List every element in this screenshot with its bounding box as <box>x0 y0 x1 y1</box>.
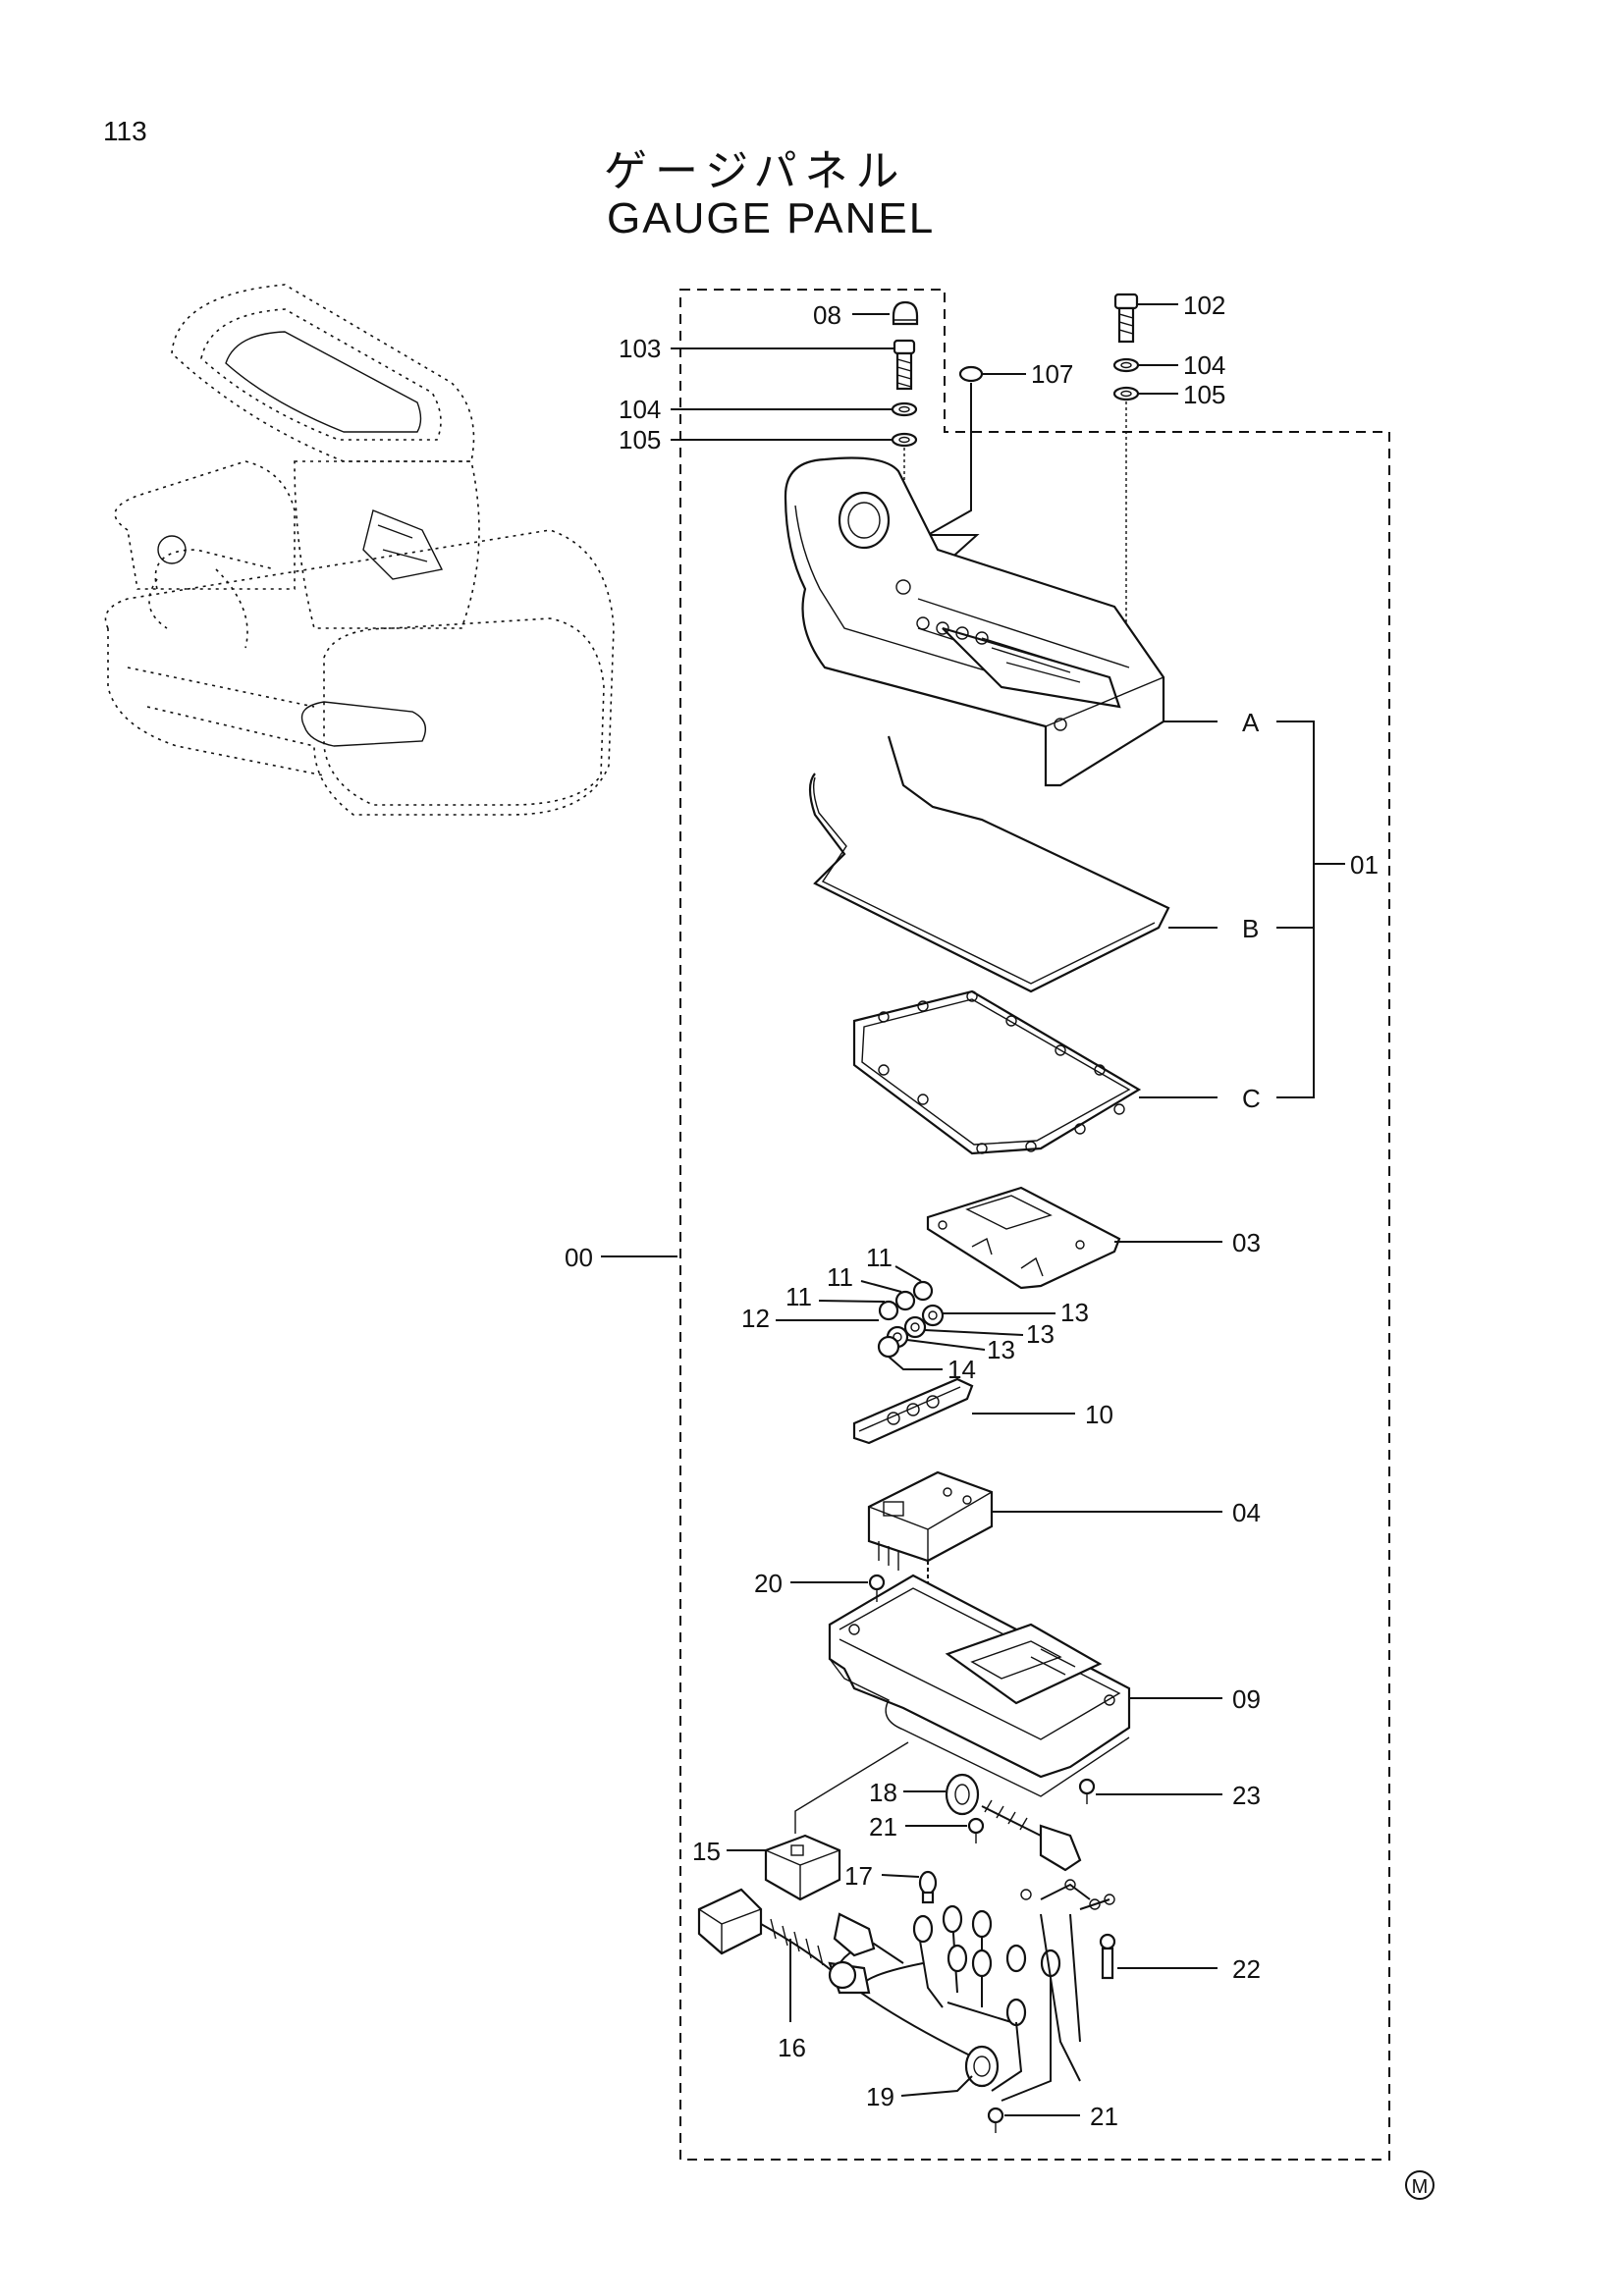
callout-12: 12 <box>741 1304 770 1333</box>
callout-09: 09 <box>1232 1684 1261 1714</box>
harness-19 <box>964 2045 1000 2088</box>
callout-22: 22 <box>1232 1954 1261 1984</box>
page-number: 113 <box>103 116 147 146</box>
callout-03: 03 <box>1232 1228 1261 1257</box>
callout-103: 103 <box>619 334 661 363</box>
spring-washer-104 <box>891 401 918 417</box>
panel-sheet-03 <box>926 1186 1121 1290</box>
washer-105 <box>891 432 918 448</box>
screw-23 <box>1078 1778 1096 1804</box>
screw-103 <box>893 339 916 391</box>
callout-11-bottom: 11 <box>785 1282 812 1311</box>
oring-107 <box>958 365 984 383</box>
maker-mark: M <box>1405 2170 1435 2200</box>
callout-13-top: 13 <box>1060 1298 1089 1327</box>
cap-08 <box>892 300 919 326</box>
callout-14: 14 <box>947 1355 976 1384</box>
callout-23: 23 <box>1232 1781 1261 1810</box>
callout-11-top: 11 <box>866 1243 893 1272</box>
callout-11-middle: 11 <box>827 1262 853 1292</box>
relay-15 <box>764 1834 841 1901</box>
callout-21-upper: 21 <box>869 1812 897 1842</box>
callout-13-middle: 13 <box>1026 1319 1055 1349</box>
callout-107: 107 <box>1031 359 1073 389</box>
gasket-B <box>808 735 1170 993</box>
screw-22 <box>1099 1933 1116 1980</box>
page-title-japanese: ゲージパネル <box>604 146 907 196</box>
callout-15: 15 <box>692 1837 721 1866</box>
harness-16 <box>697 1879 1115 2102</box>
callout-B: B <box>1242 914 1259 943</box>
callout-104-left: 104 <box>619 395 661 424</box>
callout-20: 20 <box>754 1569 783 1598</box>
gauge-cover-A <box>784 456 1165 787</box>
callout-21-lower: 21 <box>1090 2102 1118 2131</box>
bulb-17 <box>918 1870 938 1904</box>
callout-labels: 08 103 104 105 102 107 104 105 A B C 01 … <box>565 291 1379 2131</box>
callout-C: C <box>1242 1084 1261 1113</box>
callout-102: 102 <box>1183 291 1225 320</box>
washer-105b <box>1112 386 1140 401</box>
callout-16: 16 <box>778 2033 806 2062</box>
svg-text:M: M <box>1412 2176 1429 2198</box>
screw-20 <box>868 1574 886 1602</box>
callout-18: 18 <box>869 1778 897 1807</box>
callout-00: 00 <box>565 1243 593 1272</box>
callout-105-right: 105 <box>1183 380 1225 409</box>
screw-21-lower <box>987 2107 1004 2133</box>
callout-08: 08 <box>813 300 841 330</box>
callout-04: 04 <box>1232 1498 1261 1527</box>
leader-lines <box>601 303 1345 2116</box>
bulb-cluster-11-14 <box>877 1280 945 1359</box>
case-09 <box>828 1574 1131 1797</box>
gasket-C <box>852 989 1142 1155</box>
screw-21-upper <box>967 1817 985 1843</box>
spring-washer-104b <box>1112 357 1140 373</box>
holder-plate-10 <box>852 1377 974 1445</box>
callout-13-bottom: 13 <box>987 1335 1015 1364</box>
machine-overview-illustration <box>104 284 615 816</box>
assembly-group-boundary <box>679 289 1390 2161</box>
callout-104-right: 104 <box>1183 350 1225 380</box>
clamp-18 <box>945 1773 980 1816</box>
callout-A: A <box>1242 708 1260 737</box>
callout-17: 17 <box>844 1861 873 1891</box>
callout-19: 19 <box>866 2082 894 2111</box>
circuit-board-04 <box>867 1470 994 1571</box>
screw-102 <box>1113 293 1139 344</box>
callout-10: 10 <box>1085 1400 1113 1429</box>
page-title: GAUGE PANEL <box>607 194 936 242</box>
callout-01: 01 <box>1350 850 1379 880</box>
callout-105-left: 105 <box>619 425 661 454</box>
